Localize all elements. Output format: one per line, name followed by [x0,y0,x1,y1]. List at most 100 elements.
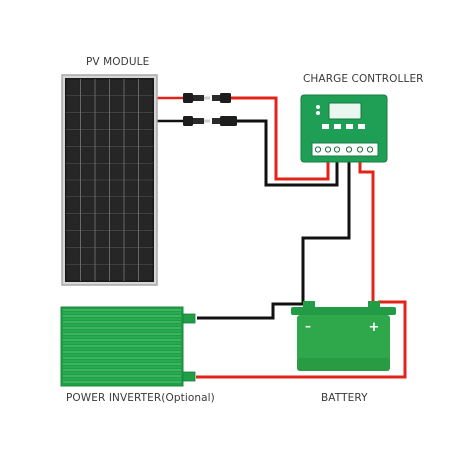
battery-terminal-positive [368,301,380,309]
solar-panel-icon [66,79,153,281]
pv-cell [139,180,153,197]
pv-cell [66,180,80,197]
controller-terminal-screw [314,146,322,153]
positive-wire-battery-to-inverter [196,300,407,379]
pv-cell [95,180,109,197]
controller-terminal-screw [324,146,332,153]
pv-cell [66,214,80,230]
pv-cell [124,231,138,247]
pv-module-label: PV MODULE [86,56,150,68]
inverter-cooling-fins [63,309,181,383]
pv-cell [66,113,80,129]
pv-cell [66,163,80,180]
pv-cell [81,96,95,113]
pv-cell [66,130,80,146]
connector-negative-female [212,116,237,126]
pv-cell [66,197,80,214]
pv-cell [95,163,109,180]
pv-cell [139,163,153,180]
negative-wire-controller-to-battery [301,158,351,304]
pv-cell [139,231,153,247]
pv-cell [66,96,80,113]
pv-cell [124,130,138,146]
battery-label: BATTERY [321,392,368,404]
controller-display [328,102,362,120]
positive-wire-controller-to-battery [358,158,375,304]
pv-cell [95,79,109,96]
pv-cell [124,146,138,163]
pv-cell [139,146,153,163]
controller-button [322,124,329,129]
connector-negative-male [183,116,210,126]
battery-negative-sign: – [305,319,311,333]
pv-cell [81,231,95,247]
inverter-icon [60,306,196,387]
pv-cell [139,214,153,230]
controller-terminal-screw [345,146,353,153]
pv-cell [139,113,153,129]
pv-cell [139,79,153,96]
negative-wire-panel-to-controller [237,119,339,187]
controller-terminal-strip [311,142,379,157]
pv-cell [81,130,95,146]
controller-led [316,105,320,109]
pv-cell [124,163,138,180]
pv-cell [81,79,95,96]
pv-cell [139,247,153,264]
pv-cell [110,163,124,180]
negative-wire-battery-to-inverter [197,302,303,320]
pv-cell [110,96,124,113]
controller-terminal-screw [366,146,374,153]
pv-cell [66,79,80,96]
pv-cell [124,197,138,214]
pv-cell [124,247,138,264]
pv-cell [139,130,153,146]
pv-cell [139,197,153,214]
pv-cell [66,146,80,163]
pv-cell [95,130,109,146]
pv-cell [95,113,109,129]
pv-cell [110,113,124,129]
pv-cell [110,197,124,214]
pv-cell [81,247,95,264]
pv-cell [81,214,95,230]
charge-controller-icon [300,94,388,163]
pv-cell [124,180,138,197]
pv-cell [139,96,153,113]
pv-cell [81,146,95,163]
controller-terminal-screw [356,146,364,153]
pv-cell [110,247,124,264]
pv-cell [110,264,124,281]
pv-cell [124,264,138,281]
pv-cell [95,96,109,113]
wires [155,96,407,379]
pv-cell [110,180,124,197]
pv-cell [81,163,95,180]
pv-cell [110,79,124,96]
battery-terminal-negative [303,301,315,309]
pv-cell [124,113,138,129]
charge-controller-label: CHARGE CONTROLLER [303,73,424,85]
pv-cell [81,180,95,197]
power-inverter-label: POWER INVERTER(Optional) [66,392,215,404]
inverter-terminal-negative [182,313,196,324]
pv-cell [95,231,109,247]
pv-cell [66,231,80,247]
pv-cell [95,146,109,163]
positive-wire-panel-to-controller [230,96,330,181]
pv-cell [66,264,80,281]
pv-cell [139,264,153,281]
pv-cell [81,197,95,214]
controller-terminals [314,146,374,153]
pv-cell [124,96,138,113]
pv-cell [81,264,95,281]
controller-terminal-screw [333,146,341,153]
pv-cell [110,231,124,247]
battery-positive-sign: + [369,320,380,335]
pv-cell [95,197,109,214]
pv-cell [95,214,109,230]
battery-icon [291,301,396,371]
pv-cell [124,214,138,230]
